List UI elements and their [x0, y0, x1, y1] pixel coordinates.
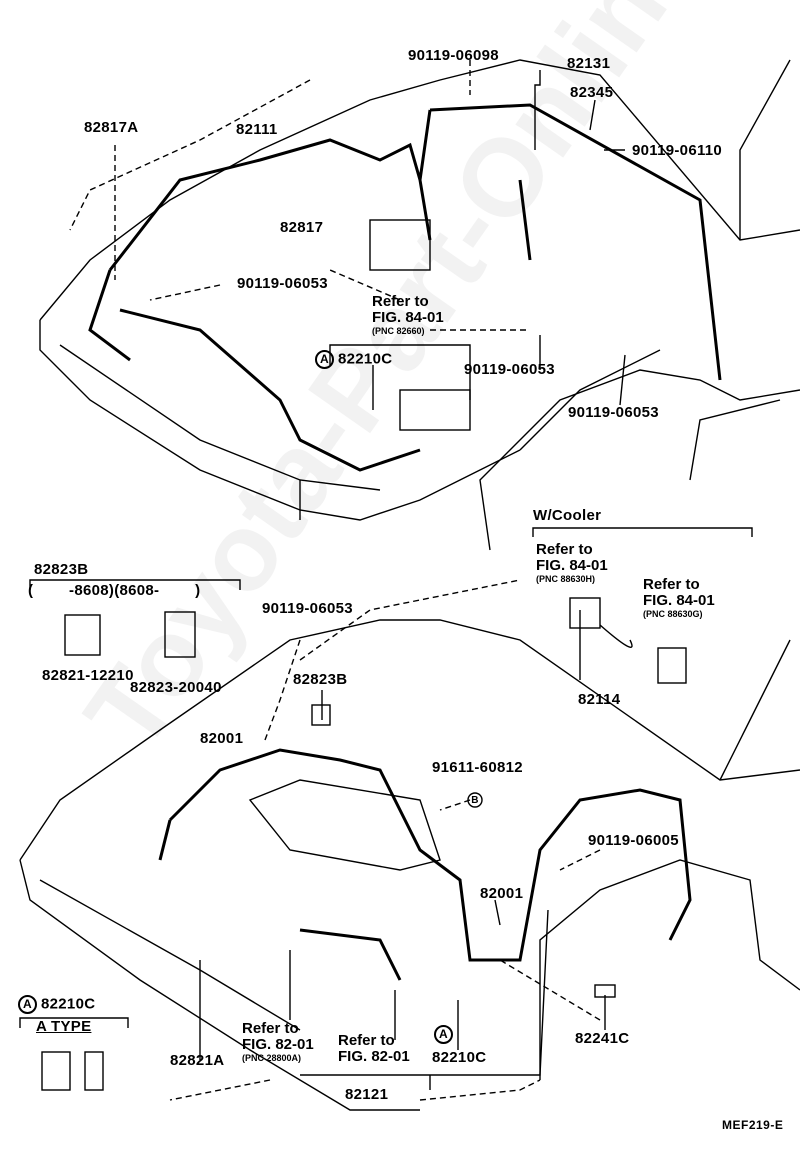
- ref-line: Refer to: [372, 293, 429, 310]
- part-label: 82131: [567, 55, 611, 72]
- ref-pnc: (PNC 28800A): [242, 1053, 302, 1063]
- cooler-title: W/Cooler: [533, 507, 602, 524]
- ref-figure: FIG. 84-01: [643, 592, 715, 609]
- part-number: 82210C: [41, 995, 96, 1013]
- lower-solid-leaders: [199, 690, 616, 1090]
- bracket-title: 82823B: [34, 561, 89, 578]
- ref-line: Refer to: [536, 541, 593, 558]
- bolt-b: [467, 792, 483, 808]
- lower-harness: [158, 748, 692, 981]
- a-type-legend: [19, 1017, 129, 1091]
- legend-type: A TYPE: [36, 1018, 92, 1035]
- part-label: 82821A: [170, 1052, 225, 1069]
- part-label: 82817: [280, 219, 324, 236]
- part-label: 90119-06110: [632, 142, 723, 159]
- diagram-code: MEF219-E: [722, 1118, 784, 1132]
- ref-figure: FIG. 84-01: [536, 557, 608, 574]
- part-label: 90119-06053: [237, 275, 328, 292]
- part-label: 91611-60812: [432, 759, 523, 776]
- upper-car-body: [39, 59, 800, 551]
- ref-line: Refer to: [242, 1020, 299, 1037]
- ref-figure: FIG. 82-01: [242, 1036, 314, 1053]
- part-label: 82823B: [293, 671, 348, 688]
- cooler-bracket: [532, 527, 753, 684]
- part-label: 82823-20040: [130, 679, 222, 696]
- part-label: 82001: [480, 885, 524, 902]
- marker-a: A: [18, 995, 37, 1014]
- part-label: 82210C: [432, 1049, 487, 1066]
- ref-pnc: (PNC 82660): [372, 326, 425, 336]
- marker-a-wrap: A: [434, 1025, 457, 1044]
- lower-leader-lines: [169, 579, 601, 1101]
- part-number: 82210C: [338, 350, 393, 368]
- part-label: 82817A: [84, 119, 139, 136]
- marker-b: B: [471, 795, 479, 806]
- part-label: 82345: [570, 84, 614, 101]
- part-label: 90119-06098: [408, 47, 499, 64]
- ref-line: Refer to: [643, 576, 700, 593]
- marker-a: A: [434, 1025, 453, 1044]
- part-label: 90119-06005: [588, 832, 679, 849]
- ref-figure: FIG. 84-01: [372, 309, 444, 326]
- upper-leader-lines: [69, 60, 530, 331]
- upper-solid-leaders: [329, 70, 626, 431]
- ref-figure: FIG. 82-01: [338, 1048, 410, 1065]
- reference-note: Refer to FIG. 84-01 (PNC 88630H): [536, 541, 608, 585]
- reference-note: Refer to FIG. 82-01: [338, 1033, 410, 1065]
- reference-note: Refer to FIG. 82-01 (PNC 28800A): [242, 1020, 314, 1064]
- bracket-82823b: [29, 579, 241, 658]
- ref-pnc: (PNC 88630G): [643, 609, 703, 619]
- ref-line: Refer to: [338, 1032, 395, 1049]
- part-label: 82001: [200, 730, 244, 747]
- part-label: 90119-06053: [464, 361, 555, 378]
- part-label: 82111: [236, 121, 278, 138]
- part-label: 82241C: [575, 1030, 630, 1047]
- reference-note: Refer to FIG. 84-01 (PNC 82660): [372, 293, 444, 337]
- ref-pnc: (PNC 88630H): [536, 574, 596, 584]
- part-label: 90119-06053: [262, 600, 353, 617]
- part-label: 82114: [578, 691, 621, 708]
- part-label: 82121: [345, 1086, 389, 1103]
- part-label: 82821-12210: [42, 667, 134, 684]
- marker-a: A: [315, 350, 334, 369]
- bracket-range: ( -8608)(8608- ): [28, 582, 201, 599]
- reference-note: Refer to FIG. 84-01 (PNC 88630G): [643, 576, 715, 620]
- part-label: 90119-06053: [568, 404, 659, 421]
